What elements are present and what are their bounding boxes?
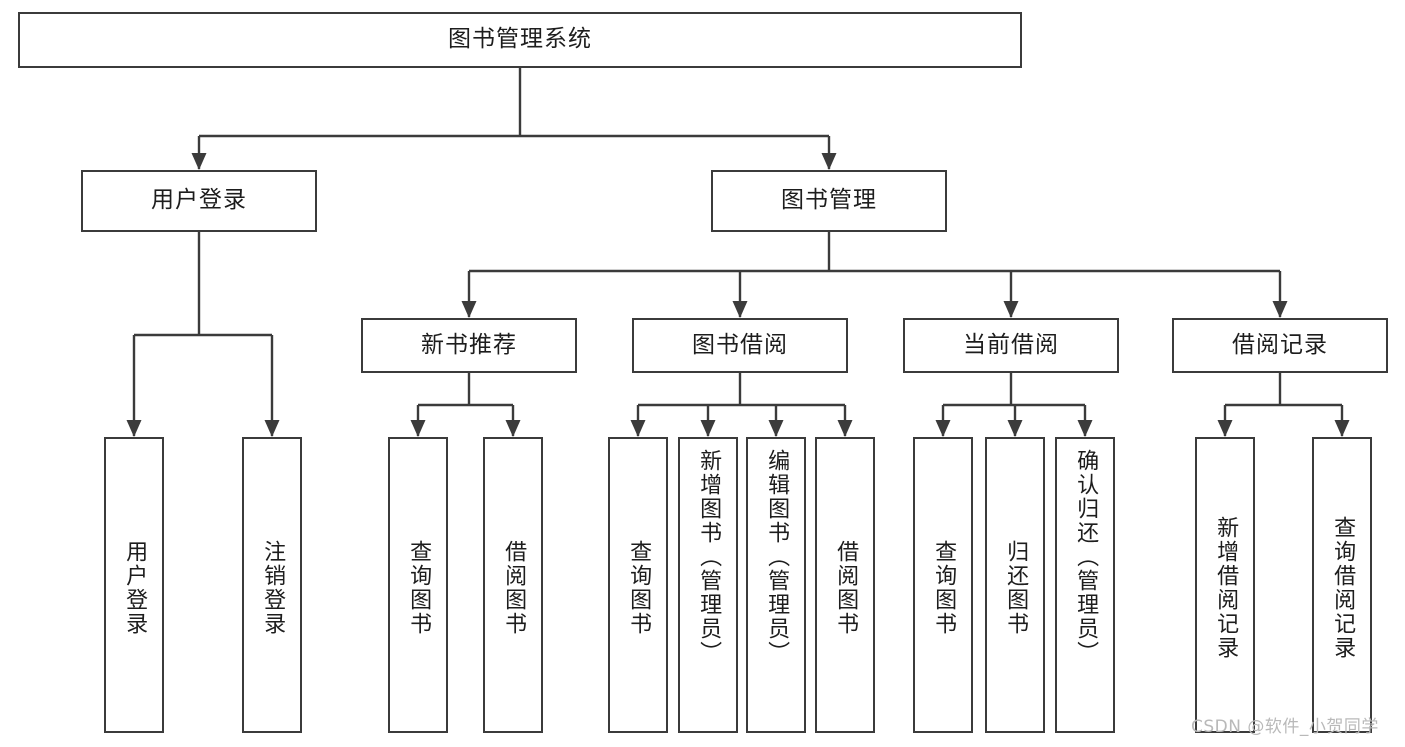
node-new-book-recommend[interactable]: 新书推荐	[361, 318, 577, 373]
node-leaf-user-login-label: 用户登录	[122, 540, 148, 636]
node-leaf-query-book-1-label: 查询图书	[406, 540, 432, 636]
node-root-system[interactable]: 图书管理系统	[18, 12, 1022, 68]
node-current-borrow-label: 当前借阅	[963, 331, 1059, 358]
node-leaf-confirm-return-label: 确认归还（管理员）	[1073, 449, 1099, 665]
node-book-manage[interactable]: 图书管理	[711, 170, 947, 232]
node-current-borrow[interactable]: 当前借阅	[903, 318, 1119, 373]
node-leaf-add-borrow-record[interactable]: 新增借阅记录	[1195, 437, 1255, 733]
node-leaf-borrow-book-2[interactable]: 借阅图书	[815, 437, 875, 733]
node-leaf-query-borrow-record-label: 查询借阅记录	[1330, 516, 1356, 660]
node-borrow-record-label: 借阅记录	[1232, 331, 1328, 358]
node-leaf-borrow-book-1[interactable]: 借阅图书	[483, 437, 543, 733]
node-leaf-edit-book-label: 编辑图书（管理员）	[764, 449, 790, 665]
node-user-login-label: 用户登录	[151, 187, 247, 214]
node-book-borrow-label: 图书借阅	[692, 331, 788, 358]
node-borrow-record[interactable]: 借阅记录	[1172, 318, 1388, 373]
node-leaf-borrow-book-1-label: 借阅图书	[501, 540, 527, 636]
watermark-csdn: CSDN @软件_小贺同学	[1191, 717, 1379, 737]
node-leaf-query-book-3-label: 查询图书	[931, 540, 957, 636]
node-new-book-recommend-label: 新书推荐	[421, 331, 517, 358]
node-leaf-add-borrow-record-label: 新增借阅记录	[1213, 516, 1239, 660]
node-user-login[interactable]: 用户登录	[81, 170, 317, 232]
node-leaf-query-book-2[interactable]: 查询图书	[608, 437, 668, 733]
node-leaf-user-logout-label: 注销登录	[260, 540, 286, 636]
node-leaf-add-book[interactable]: 新增图书（管理员）	[678, 437, 738, 733]
node-leaf-query-book-2-label: 查询图书	[626, 540, 652, 636]
node-leaf-return-book[interactable]: 归还图书	[985, 437, 1045, 733]
node-leaf-query-book-1[interactable]: 查询图书	[388, 437, 448, 733]
node-leaf-query-borrow-record[interactable]: 查询借阅记录	[1312, 437, 1372, 733]
node-leaf-user-logout[interactable]: 注销登录	[242, 437, 302, 733]
node-leaf-edit-book[interactable]: 编辑图书（管理员）	[746, 437, 806, 733]
node-leaf-user-login[interactable]: 用户登录	[104, 437, 164, 733]
node-book-manage-label: 图书管理	[781, 187, 877, 214]
node-root-label: 图书管理系统	[448, 26, 592, 53]
node-leaf-query-book-3[interactable]: 查询图书	[913, 437, 973, 733]
node-leaf-borrow-book-2-label: 借阅图书	[833, 540, 859, 636]
node-book-borrow[interactable]: 图书借阅	[632, 318, 848, 373]
node-leaf-confirm-return[interactable]: 确认归还（管理员）	[1055, 437, 1115, 733]
node-leaf-return-book-label: 归还图书	[1003, 540, 1029, 636]
node-leaf-add-book-label: 新增图书（管理员）	[696, 449, 722, 665]
